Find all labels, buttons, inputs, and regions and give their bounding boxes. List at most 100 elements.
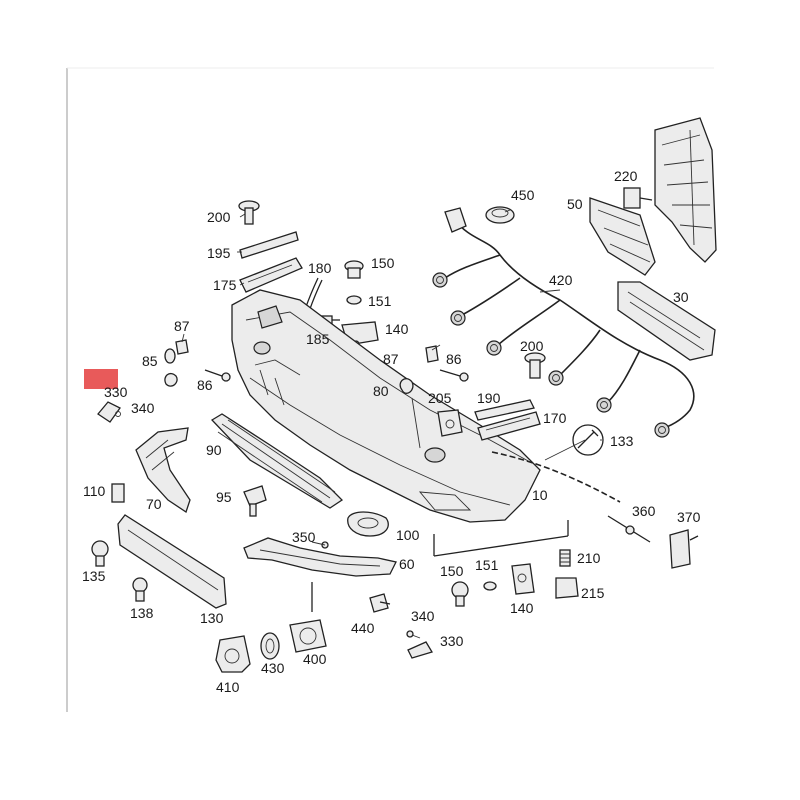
part-80-droplet [399, 378, 414, 394]
part-10-bumper-cover [231, 289, 541, 523]
label-205: 205 [428, 390, 452, 406]
label-190: 190 [477, 390, 501, 406]
part-90-grille [210, 413, 344, 509]
part-droplet-left [164, 372, 178, 387]
part-420-wiring-harness [432, 207, 695, 438]
label-100: 100 [396, 527, 420, 543]
label-370: 370 [677, 509, 701, 525]
part-195-strip [239, 231, 299, 259]
label-87-right: 87 [383, 351, 399, 367]
part-138-screw [132, 577, 148, 602]
part-140-bracket-bottom [511, 563, 535, 595]
label-138: 138 [130, 605, 154, 621]
part-410-housing [215, 635, 251, 673]
part-95-bracket [243, 485, 267, 517]
label-195: 195 [207, 245, 231, 261]
part-190-strip [474, 399, 535, 421]
sensor-4 [548, 370, 564, 386]
part-86-screw-right [439, 369, 469, 382]
label-200-top: 200 [207, 209, 231, 225]
label-170: 170 [543, 410, 567, 426]
part-440-bolt [369, 593, 391, 613]
label-90: 90 [206, 442, 222, 458]
part-205-bracket [437, 409, 463, 437]
part-340-330-clip-right [406, 630, 433, 659]
part-150-bolt-bottom [451, 581, 469, 607]
leader-lines [181, 209, 602, 639]
part-60-reflector-strip [243, 537, 397, 577]
part-360-pin [607, 515, 651, 543]
label-10: 10 [532, 487, 548, 503]
part-215-mount [555, 577, 579, 599]
label-151-top: 151 [368, 293, 392, 309]
label-86-right: 86 [446, 351, 462, 367]
label-450: 450 [511, 187, 535, 203]
label-360: 360 [632, 503, 656, 519]
part-85-clip [164, 348, 176, 364]
label-140-bottom: 140 [510, 600, 534, 616]
label-330-left: 330 [104, 384, 128, 400]
label-133: 133 [610, 433, 634, 449]
part-bumper-carrier-right [654, 117, 717, 263]
part-200-bolt-top [238, 200, 260, 225]
label-95: 95 [216, 489, 232, 505]
label-30: 30 [673, 289, 689, 305]
label-110: 110 [83, 483, 106, 499]
label-80: 80 [373, 383, 389, 399]
callout-labels: 220 450 50 200 195 180 150 175 151 420 3… [82, 168, 701, 695]
label-87-left: 87 [174, 318, 190, 334]
part-130-license-plate-bracket [117, 514, 227, 609]
label-60: 60 [399, 556, 415, 572]
label-200-right: 200 [520, 338, 544, 354]
label-150-top: 150 [371, 255, 395, 271]
part-370-bracket [669, 529, 699, 569]
sensor-3 [486, 340, 502, 356]
label-215: 215 [581, 585, 605, 601]
label-340-right: 340 [411, 608, 435, 624]
part-210-spring [559, 549, 571, 567]
label-185: 185 [306, 331, 330, 347]
label-340-left: 340 [131, 400, 155, 416]
part-170-guide [477, 411, 541, 441]
label-430: 430 [261, 660, 285, 676]
part-50-bracket [589, 197, 656, 276]
label-400: 400 [303, 651, 327, 667]
sensor-2 [450, 310, 466, 326]
sensor-1 [432, 272, 448, 288]
part-87-clip-left [175, 339, 189, 355]
part-133-tool-icon [572, 424, 604, 456]
label-130: 130 [200, 610, 224, 626]
label-180: 180 [308, 260, 332, 276]
label-420: 420 [549, 272, 573, 288]
label-220: 220 [614, 168, 638, 184]
part-450-cap [485, 206, 515, 224]
label-150-bottom: 150 [440, 563, 464, 579]
label-440: 440 [351, 620, 375, 636]
part-30-side-bracket [617, 281, 716, 361]
part-430-ring [260, 632, 280, 660]
label-86-left: 86 [197, 377, 213, 393]
sensor-6 [654, 422, 670, 438]
sensor-5 [596, 397, 612, 413]
label-50: 50 [567, 196, 583, 212]
part-100-fog-cover [347, 511, 389, 537]
label-85: 85 [142, 353, 158, 369]
highlight-marker-330 [84, 369, 118, 389]
label-410: 410 [216, 679, 240, 695]
part-220-clip [623, 187, 653, 209]
part-151-nut-top [346, 295, 362, 305]
part-150-bolt-top [344, 260, 364, 279]
bracket-line-bottom [433, 535, 569, 557]
label-330-right: 330 [440, 633, 464, 649]
part-330-340-clip-left [97, 401, 121, 423]
part-135-screw [91, 540, 109, 567]
part-70-side-bracket [135, 427, 191, 514]
part-400-sensor-holder [289, 582, 327, 653]
part-175-guide [239, 257, 303, 293]
part-86-screw-left [204, 369, 231, 382]
part-87-clip-right [425, 345, 439, 363]
part-360-cable [491, 451, 621, 503]
part-110-clip [111, 483, 125, 503]
